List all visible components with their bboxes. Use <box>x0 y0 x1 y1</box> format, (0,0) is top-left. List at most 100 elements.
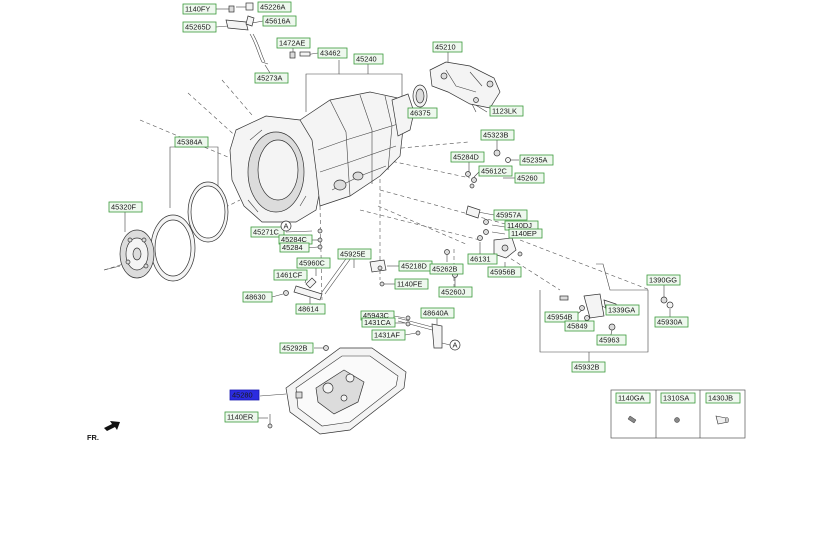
label-46131[interactable]: 46131 <box>467 253 498 265</box>
label-text: 45262B <box>432 265 458 274</box>
label-1140ER[interactable]: 1140ER <box>224 411 259 423</box>
label-43462[interactable]: 43462 <box>317 47 348 59</box>
label-text: 45957A <box>496 211 522 220</box>
label-text: 45265D <box>185 23 211 32</box>
label-45384A[interactable]: 45384A <box>174 136 209 148</box>
label-text: 1140DJ <box>507 221 532 230</box>
label-45957A[interactable]: 45957A <box>493 209 528 221</box>
oil-pan <box>267 345 407 435</box>
label-text: 45960C <box>299 259 326 268</box>
label-45226A[interactable]: 45226A <box>257 1 292 13</box>
legend-pin-icon <box>715 415 729 425</box>
label-text: 45260 <box>517 174 538 183</box>
label-45262B[interactable]: 45262B <box>429 263 464 275</box>
label-text: 45323B <box>483 131 509 140</box>
label-45210[interactable]: 45210 <box>432 41 463 53</box>
label-45323B[interactable]: 45323B <box>480 129 515 141</box>
fastener-legend-table: 1140GA 1310SA 1430JB <box>610 389 746 439</box>
label-text: 45284C <box>281 235 308 244</box>
label-1461CF[interactable]: 1461CF <box>273 269 308 281</box>
label-45260[interactable]: 45260 <box>514 172 545 184</box>
label-45218D[interactable]: 45218D <box>398 260 433 272</box>
legend-header-text: 1140GA <box>618 394 645 403</box>
label-text: 45235A <box>522 156 548 165</box>
label-45320F[interactable]: 45320F <box>108 201 143 213</box>
label-text: 45943C <box>363 311 390 320</box>
direction-label: FR. <box>87 433 99 442</box>
label-45960C[interactable]: 45960C <box>296 257 331 269</box>
callout-letter: A <box>453 341 458 350</box>
label-text: 1472AE <box>279 39 305 48</box>
label-45273A[interactable]: 45273A <box>254 72 289 84</box>
label-45930A[interactable]: 45930A <box>654 316 689 328</box>
label-45235A[interactable]: 45235A <box>519 154 554 166</box>
label-text: 45226A <box>260 3 286 12</box>
label-1140EP[interactable]: 1140EP <box>508 228 543 239</box>
legend-header-1310SA[interactable]: 1310SA <box>660 392 696 404</box>
label-text: 1123LK <box>492 107 517 116</box>
label-text: 48614 <box>298 305 319 314</box>
label-text: 45925E <box>340 250 366 259</box>
label-text: 45284 <box>282 243 303 252</box>
label-text: 1140ER <box>227 413 253 422</box>
label-1140FE[interactable]: 1140FE <box>394 278 429 290</box>
label-1431AF[interactable]: 1431AF <box>371 329 406 341</box>
label-1431CA[interactable]: 1431CA <box>361 317 396 328</box>
label-text: 1339GA <box>608 306 635 315</box>
label-45612C[interactable]: 45612C <box>478 165 513 177</box>
label-text: 45616A <box>265 17 291 26</box>
label-text: 45954B <box>547 313 573 322</box>
label-text: 1431AF <box>374 331 400 340</box>
label-text: 45320F <box>111 203 137 212</box>
label-45849[interactable]: 45849 <box>564 320 595 332</box>
label-1123LK[interactable]: 1123LK <box>489 105 524 117</box>
label-text: 45218D <box>401 262 427 271</box>
label-text: 45932B <box>574 363 600 372</box>
label-text: 45260J <box>441 288 466 297</box>
label-1339GA[interactable]: 1339GA <box>605 304 640 316</box>
label-45265D[interactable]: 45265D <box>182 21 217 33</box>
label-45271C[interactable]: 45271C <box>250 226 285 238</box>
label-45925E[interactable]: 45925E <box>337 248 372 260</box>
label-48640A[interactable]: 48640A <box>420 307 455 319</box>
label-text: 45292B <box>282 344 308 353</box>
label-45260J[interactable]: 45260J <box>438 286 473 298</box>
label-45616A[interactable]: 45616A <box>262 15 297 27</box>
label-45963[interactable]: 45963 <box>596 334 627 346</box>
label-46375[interactable]: 46375 <box>407 107 438 119</box>
label-45284[interactable]: 45284 <box>279 242 310 253</box>
label-text: 45273A <box>257 74 283 83</box>
label-text: 46375 <box>410 109 431 118</box>
label-text: 45612C <box>481 167 508 176</box>
label-45292B[interactable]: 45292B <box>279 342 314 354</box>
callout-marker-lower: A <box>441 339 461 351</box>
torque-converter-parts <box>103 181 229 282</box>
legend-header-1430JB[interactable]: 1430JB <box>705 392 741 404</box>
label-text: 1140FY <box>185 5 210 14</box>
part-labels: 1140FY 45226A 45265D 45616A 1472AE 43462… <box>108 1 689 423</box>
legend-header-text: 1430JB <box>708 394 733 403</box>
callout-letter: A <box>284 222 289 231</box>
label-text: 45284D <box>453 153 479 162</box>
label-45954B[interactable]: 45954B <box>544 311 579 323</box>
label-text: 46131 <box>470 255 491 264</box>
small-hardware-parts <box>225 2 674 349</box>
legend-header-1140GA[interactable]: 1140GA <box>615 392 651 404</box>
label-1472AE[interactable]: 1472AE <box>276 37 311 49</box>
label-45932B[interactable]: 45932B <box>571 361 606 373</box>
label-45956B[interactable]: 45956B <box>487 266 522 278</box>
label-text: 48640A <box>423 309 449 318</box>
label-45284D[interactable]: 45284D <box>450 151 485 163</box>
label-45280[interactable]: 45280 <box>229 389 260 401</box>
label-1390GG[interactable]: 1390GG <box>646 274 681 286</box>
label-text: 43462 <box>320 49 341 58</box>
label-text: 45210 <box>435 43 456 52</box>
label-48630[interactable]: 48630 <box>242 291 273 303</box>
label-text: 45956B <box>490 268 516 277</box>
label-45240[interactable]: 45240 <box>353 53 384 65</box>
label-text: 45280 <box>232 391 253 400</box>
label-text: 1390GG <box>649 276 677 285</box>
label-1140FY[interactable]: 1140FY <box>182 3 217 15</box>
label-48614[interactable]: 48614 <box>295 303 326 315</box>
front-direction-indicator: FR. <box>87 421 120 442</box>
